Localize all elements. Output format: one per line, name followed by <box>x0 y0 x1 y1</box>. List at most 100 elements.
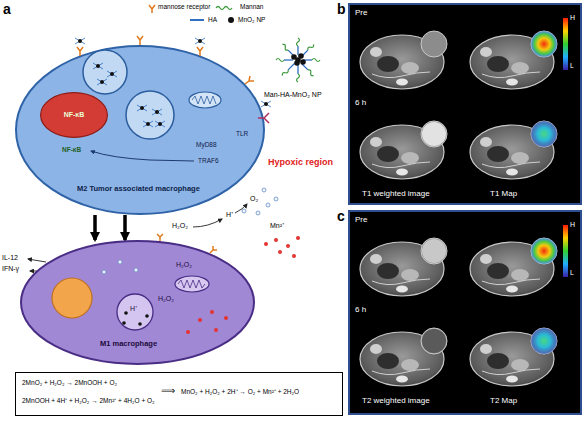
mitochondrion <box>175 276 209 292</box>
t2-mri-images <box>360 238 447 296</box>
mannose-receptor <box>77 47 83 56</box>
reaction-equation: 2MnO₂ + H₂O₂ → 2MnOOH + O₂ <box>22 379 117 386</box>
m1-macrophage-cell-outline <box>21 241 254 364</box>
legend-text: Mannan <box>240 3 264 10</box>
lysosome <box>155 121 165 127</box>
t2-mri-images <box>360 328 447 386</box>
mri-panel: Pre6 hT1 weighted imageT1 Map <box>348 3 582 205</box>
color-scale-bar <box>563 225 568 277</box>
t2-mri-images <box>422 329 446 353</box>
nanoparticle-illustration <box>297 46 298 55</box>
legend-icons <box>149 5 234 23</box>
nanoparticle-illustration <box>297 65 298 74</box>
t1-mri-images <box>531 121 557 147</box>
extracellular-reaction <box>292 254 296 258</box>
extracellular-reaction <box>262 188 266 192</box>
lysosome <box>137 105 147 111</box>
nanoparticle-illustration <box>297 65 300 82</box>
nanoparticle-illustration <box>281 43 289 51</box>
extracellular-reaction <box>242 209 246 213</box>
image-caption: Pre <box>355 8 367 17</box>
mri-panel: Pre 6 h T2 weighted image T2 Map <box>348 210 582 415</box>
t1-mri-images <box>531 31 557 57</box>
t1-mri-images <box>422 122 446 146</box>
nanoparticle-illustration <box>295 57 301 63</box>
nanoparticle-illustration <box>284 59 293 60</box>
nucleus-outline <box>41 93 108 138</box>
extracellular-reaction <box>278 250 282 254</box>
molecule-label: H₂O₂ <box>172 222 188 230</box>
lysosome <box>124 311 128 315</box>
t2-mri-images <box>470 238 557 296</box>
mitochondrion <box>192 96 216 104</box>
nanoparticle-illustration <box>312 59 320 62</box>
t2-mri-images <box>531 238 557 264</box>
lysosome <box>97 79 107 85</box>
molecule-label: Mn²⁺ <box>270 222 284 230</box>
legend-icons <box>228 17 234 23</box>
image-caption: 6 h <box>355 305 366 314</box>
manganese-ion <box>186 310 228 334</box>
cell-name: M2 Tumor associated macrophage <box>77 185 200 194</box>
lysosome <box>117 294 153 330</box>
oxygen-molecule <box>134 268 138 272</box>
t1-mri-images <box>360 31 447 89</box>
reaction-box: 2MnO₂ + H₂O₂ → 2MnOOH + O₂ 2MnOOH + 4H⁺ +… <box>15 372 343 416</box>
mannose-receptor <box>157 234 163 241</box>
bound-nanoparticle <box>75 38 85 44</box>
mitochondrion <box>189 92 221 108</box>
mannose-receptor <box>137 36 143 45</box>
lysosome <box>93 63 103 69</box>
panel-letter: a <box>3 1 11 17</box>
m2-macrophage-cell: M2 Tumor associated macrophageNF-κB <box>15 45 265 215</box>
nanoparticle-illustration <box>261 38 320 107</box>
legend-icons <box>149 5 155 13</box>
particle-name: Man-HA-MnO₂ NP <box>264 91 322 99</box>
mannose-receptor <box>197 47 203 56</box>
extracellular-reaction <box>274 197 278 201</box>
extracellular-reaction <box>256 211 260 215</box>
extracellular-reaction <box>235 204 247 213</box>
tlr-receptor <box>258 113 269 123</box>
nanoparticle-illustration <box>297 38 300 55</box>
image-caption: Pre <box>355 215 367 224</box>
mannose-receptor <box>157 234 217 253</box>
t1-mri-images <box>470 121 557 179</box>
color-scale-bar <box>563 18 568 70</box>
region-label: Hypoxic region <box>268 157 333 167</box>
manganese-ion <box>198 318 202 322</box>
nanoparticle-illustration <box>281 62 295 76</box>
m1-nucleus <box>52 278 92 318</box>
mitochondrion <box>175 276 209 292</box>
extracellular-reaction <box>193 219 222 227</box>
lysosome <box>145 314 149 318</box>
panel-letter: c <box>337 208 345 224</box>
oxygen-molecule <box>102 270 106 274</box>
m2-macrophage-cell-outline <box>16 46 264 214</box>
reaction-equation: MnO₂ + H₂O₂ + 2H⁺ → O₂ + Mn²⁺ + 2H₂O <box>181 388 299 395</box>
lysosome <box>107 71 117 77</box>
nanoparticle-illustration <box>288 64 294 70</box>
extracellular-reaction <box>264 242 268 246</box>
nanoparticle-illustration <box>276 59 293 62</box>
image-caption: T1 weighted image <box>362 189 430 198</box>
nanoparticle-illustration <box>276 59 284 62</box>
nanoparticle-illustration <box>300 59 306 65</box>
lysosome <box>83 50 127 94</box>
nanoparticle-illustration <box>281 69 289 77</box>
polarization-arrow <box>93 215 97 240</box>
lysosome <box>143 121 153 127</box>
manganese-ion <box>224 316 228 320</box>
lysosome <box>152 109 162 115</box>
t1-mri-images <box>360 121 447 179</box>
image-caption: T2 Map <box>490 396 517 405</box>
oxygen-molecule <box>118 260 122 264</box>
manganese-ion <box>214 328 218 332</box>
nanoparticle-illustration <box>307 69 315 77</box>
cell-name: M1 macrophage <box>100 340 157 349</box>
image-caption: T2 weighted image <box>362 396 430 405</box>
reaction-equation: 2MnOOH + 4H⁺ + H₂O₂ → 2Mn²⁺ + 4H₂O + O₂ <box>22 397 155 404</box>
nanoparticle-illustration <box>261 101 271 107</box>
t2-mri-images <box>470 328 557 386</box>
